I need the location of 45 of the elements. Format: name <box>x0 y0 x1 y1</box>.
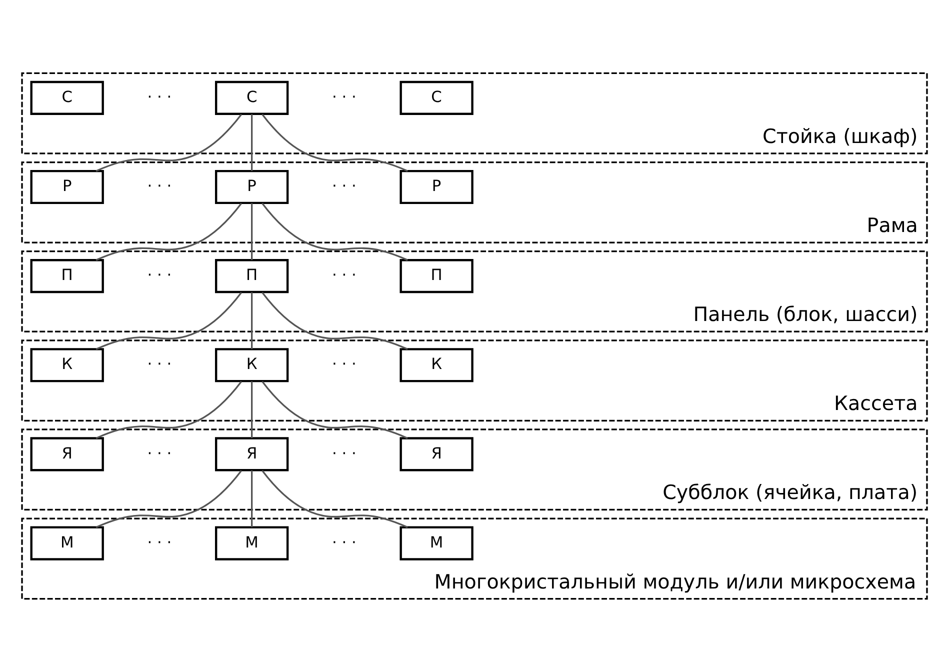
connector <box>96 470 242 528</box>
node-box: С <box>215 80 289 114</box>
label: · · · <box>147 176 172 195</box>
node-box: С <box>400 80 474 114</box>
label: · · · <box>332 88 356 106</box>
connector <box>96 291 242 350</box>
connector <box>251 114 253 170</box>
node-box: Р <box>400 169 474 204</box>
connector <box>262 380 408 438</box>
node-box: П <box>215 258 289 293</box>
connector <box>251 380 253 438</box>
label: · · · <box>332 266 356 284</box>
node-box: Я <box>30 436 104 471</box>
node-box: Р <box>215 169 289 204</box>
connector <box>251 470 253 527</box>
node-box: С <box>30 80 104 114</box>
label: · · · <box>332 444 356 462</box>
node-box: П <box>30 258 104 293</box>
connector <box>96 113 242 172</box>
node-box: К <box>215 348 289 382</box>
label: · · · <box>332 176 356 195</box>
label: · · · <box>147 354 172 373</box>
connector <box>262 470 408 528</box>
node-box: К <box>400 348 474 382</box>
connector <box>251 292 253 349</box>
label: · · · <box>147 88 172 106</box>
label: · · · <box>332 532 356 551</box>
node-box: Я <box>215 436 289 471</box>
node-box: М <box>30 526 104 560</box>
connector <box>262 202 408 260</box>
node-box: К <box>30 348 104 382</box>
node-box: М <box>400 526 474 560</box>
connector <box>251 202 253 260</box>
node-box: Я <box>400 436 474 471</box>
node-box: П <box>400 258 474 293</box>
connector <box>96 202 242 260</box>
label: · · · <box>147 444 172 462</box>
connector <box>262 291 408 350</box>
label: · · · <box>147 266 172 284</box>
label: · · · <box>332 354 356 373</box>
node-box: М <box>215 526 289 560</box>
node-box: Р <box>30 169 104 204</box>
connector <box>262 113 408 172</box>
connector <box>96 380 242 438</box>
label: · · · <box>147 532 172 551</box>
